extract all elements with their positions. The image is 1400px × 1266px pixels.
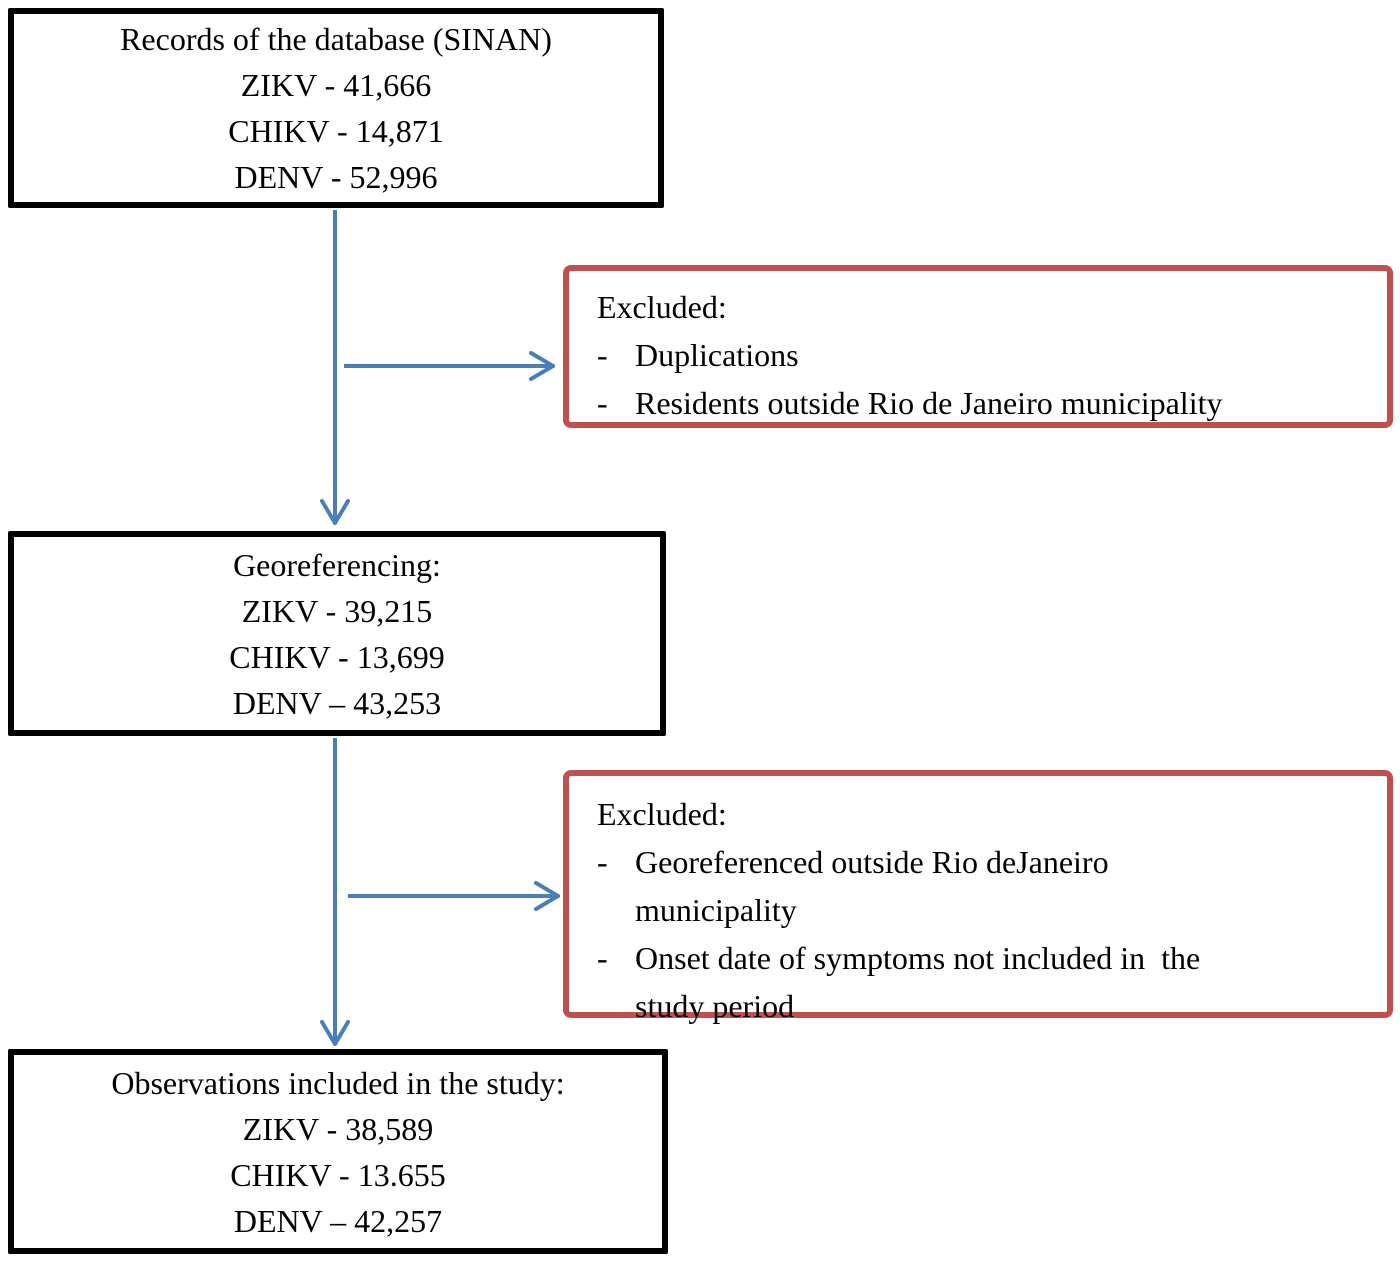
- included-box: Observations included in the study: ZIKV…: [8, 1049, 668, 1254]
- bullet-dash: -: [597, 940, 608, 976]
- excluded-geo-box: Excluded: - Georeferenced outside Rio de…: [563, 770, 1393, 1024]
- georeferencing-chikv-count: CHIKV - 13,699: [229, 638, 445, 675]
- arrow-to-excluded-initial: [344, 351, 555, 381]
- georeferencing-title: Georeferencing:: [233, 546, 441, 583]
- included-chikv-count: CHIKV - 13.655: [230, 1156, 446, 1193]
- excluded-initial-bullet-duplications: - Duplications: [597, 331, 1369, 379]
- included-zikv-count: ZIKV - 38,589: [242, 1110, 434, 1147]
- georeferencing-denv-count: DENV – 43,253: [232, 684, 442, 721]
- bullet-dash: -: [597, 844, 608, 880]
- excluded-geo-bullet-onset: - Onset date of symptoms not included in…: [597, 934, 1369, 1030]
- excluded-geo-bullet-outside: - Georeferenced outside Rio deJaneiro mu…: [597, 838, 1369, 934]
- excluded-initial-bullet-duplications-text: Duplications: [635, 337, 799, 373]
- records-chikv-count: CHIKV - 14,871: [228, 113, 444, 149]
- arrow-georeferencing-to-included: [320, 738, 350, 1046]
- excluded-geo-bullet-onset-line2: study period: [635, 988, 795, 1024]
- bullet-dash: -: [597, 385, 608, 421]
- georeferencing-zikv-count: ZIKV - 39,215: [241, 592, 433, 629]
- georeferencing-box: Georeferencing: ZIKV - 39,215 CHIKV - 13…: [8, 531, 666, 736]
- included-title: Observations included in the study:: [111, 1064, 565, 1101]
- records-zikv-count: ZIKV - 41,666: [240, 67, 432, 103]
- arrow-to-excluded-geo: [348, 881, 560, 911]
- excluded-initial-box: Excluded: - Duplications - Residents out…: [563, 265, 1393, 428]
- excluded-geo-title: Excluded:: [597, 796, 727, 832]
- records-box: Records of the database (SINAN) ZIKV - 4…: [8, 8, 664, 208]
- excluded-initial-title: Excluded:: [597, 289, 727, 325]
- records-title: Records of the database (SINAN): [120, 21, 552, 57]
- arrow-records-to-georeferencing: [320, 210, 350, 525]
- bullet-dash: -: [597, 337, 608, 373]
- excluded-geo-bullet-outside-line1: Georeferenced outside Rio deJaneiro: [635, 844, 1109, 880]
- excluded-initial-bullet-residents: - Residents outside Rio de Janeiro munic…: [597, 379, 1369, 427]
- records-denv-count: DENV - 52,996: [234, 159, 438, 195]
- included-denv-count: DENV – 42,257: [233, 1202, 443, 1239]
- excluded-geo-bullet-onset-line1: Onset date of symptoms not included in t…: [635, 940, 1201, 976]
- excluded-initial-bullet-residents-text: Residents outside Rio de Janeiro municip…: [635, 385, 1223, 421]
- excluded-geo-bullet-outside-line2: municipality: [635, 892, 797, 928]
